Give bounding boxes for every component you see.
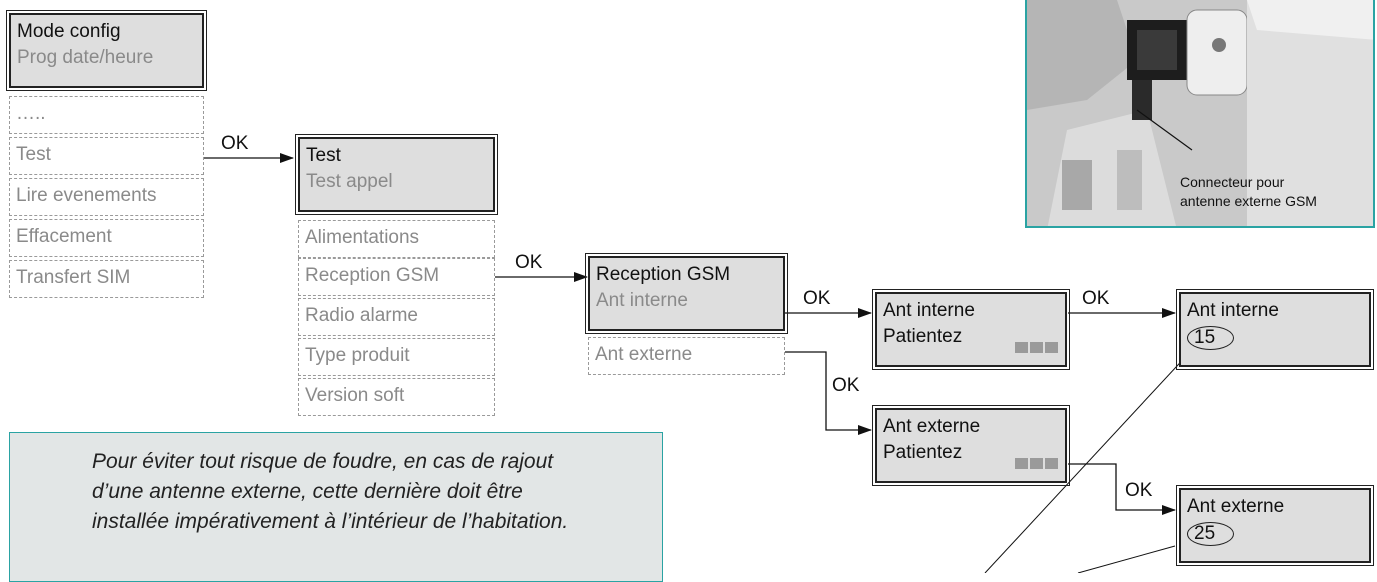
arrow-ant-externe bbox=[785, 351, 872, 435]
ant-interne-wait-screen: Ant interne Patientez bbox=[872, 289, 1070, 370]
note-line2: d’une antenne externe, cette dernière do… bbox=[92, 480, 523, 503]
main-menu-screen: Mode config Prog date/heure bbox=[6, 10, 207, 91]
test-menu-item-version-soft[interactable]: Version soft bbox=[298, 378, 495, 416]
ant-interne-wait-line2: Patientez bbox=[883, 326, 963, 347]
main-menu-item-lire-evenements[interactable]: Lire evenements bbox=[9, 178, 204, 216]
photo-caption-line2: antenne externe GSM bbox=[1180, 193, 1317, 209]
ant-externe-wait-screen: Ant externe Patientez bbox=[872, 405, 1070, 486]
main-menu-item[interactable]: ….. bbox=[9, 96, 204, 134]
connector-photo bbox=[1025, 0, 1375, 228]
test-menu-item-radio-alarme[interactable]: Radio alarme bbox=[298, 298, 495, 336]
ant-externe-wait-line1: Ant externe bbox=[883, 416, 981, 437]
gsm-menu-item-ant-externe[interactable]: Ant externe bbox=[588, 337, 785, 375]
ok-label-4: OK bbox=[1082, 288, 1110, 309]
ant-externe-result-line1: Ant externe bbox=[1187, 496, 1285, 517]
gsm-screen-line2: Ant interne bbox=[596, 290, 688, 311]
main-menu-item-transfert-sim[interactable]: Transfert SIM bbox=[9, 260, 204, 298]
ok-label-1: OK bbox=[221, 133, 249, 154]
gsm-menu-screen: Reception GSM Ant interne bbox=[585, 253, 788, 334]
leader-15 bbox=[984, 351, 1191, 573]
ant-externe-result-screen: Ant externe 25 bbox=[1176, 485, 1374, 566]
ok-label-5: OK bbox=[832, 375, 860, 396]
ok-label-3: OK bbox=[803, 288, 831, 309]
ant-interne-result-screen: Ant interne 15 bbox=[1176, 289, 1374, 370]
test-menu-item-type-produit[interactable]: Type produit bbox=[298, 338, 495, 376]
ant-externe-signal-value: 25 bbox=[1187, 522, 1235, 546]
ok-label-6: OK bbox=[1125, 480, 1153, 501]
ant-externe-wait-line2: Patientez bbox=[883, 442, 963, 463]
test-menu-item-reception-gsm[interactable]: Reception GSM bbox=[298, 258, 495, 296]
gsm-screen-line1: Reception GSM bbox=[596, 264, 731, 285]
main-menu-item-test[interactable]: Test bbox=[9, 137, 204, 175]
leader-25 bbox=[1077, 545, 1176, 573]
test-screen-line1: Test bbox=[306, 145, 341, 166]
progress-bars-icon bbox=[1015, 456, 1060, 474]
note-line3: installée impérativement à l’intérieur d… bbox=[92, 510, 569, 533]
main-screen-line1: Mode config bbox=[17, 21, 121, 42]
main-screen-line2: Prog date/heure bbox=[17, 47, 154, 68]
photo-caption: Connecteur pour antenne externe GSM bbox=[1180, 173, 1317, 211]
main-menu-item-effacement[interactable]: Effacement bbox=[9, 219, 204, 257]
connector-photo-image bbox=[1027, 0, 1373, 226]
ant-interne-result-line1: Ant interne bbox=[1187, 300, 1279, 321]
test-menu-item-alimentations[interactable]: Alimentations bbox=[298, 220, 495, 258]
photo-caption-line1: Connecteur pour bbox=[1180, 174, 1285, 190]
ok-label-2: OK bbox=[515, 252, 543, 273]
test-screen-line2: Test appel bbox=[306, 171, 393, 192]
ant-interne-signal-value: 15 bbox=[1187, 326, 1235, 350]
note-line1: Pour éviter tout risque de foudre, en ca… bbox=[92, 450, 554, 473]
ant-interne-wait-line1: Ant interne bbox=[883, 300, 975, 321]
progress-bars-icon bbox=[1015, 340, 1060, 358]
test-menu-screen: Test Test appel bbox=[295, 134, 498, 215]
lightning-warning-note: Pour éviter tout risque de foudre, en ca… bbox=[9, 432, 663, 582]
arrow-externe-result bbox=[1068, 463, 1176, 515]
